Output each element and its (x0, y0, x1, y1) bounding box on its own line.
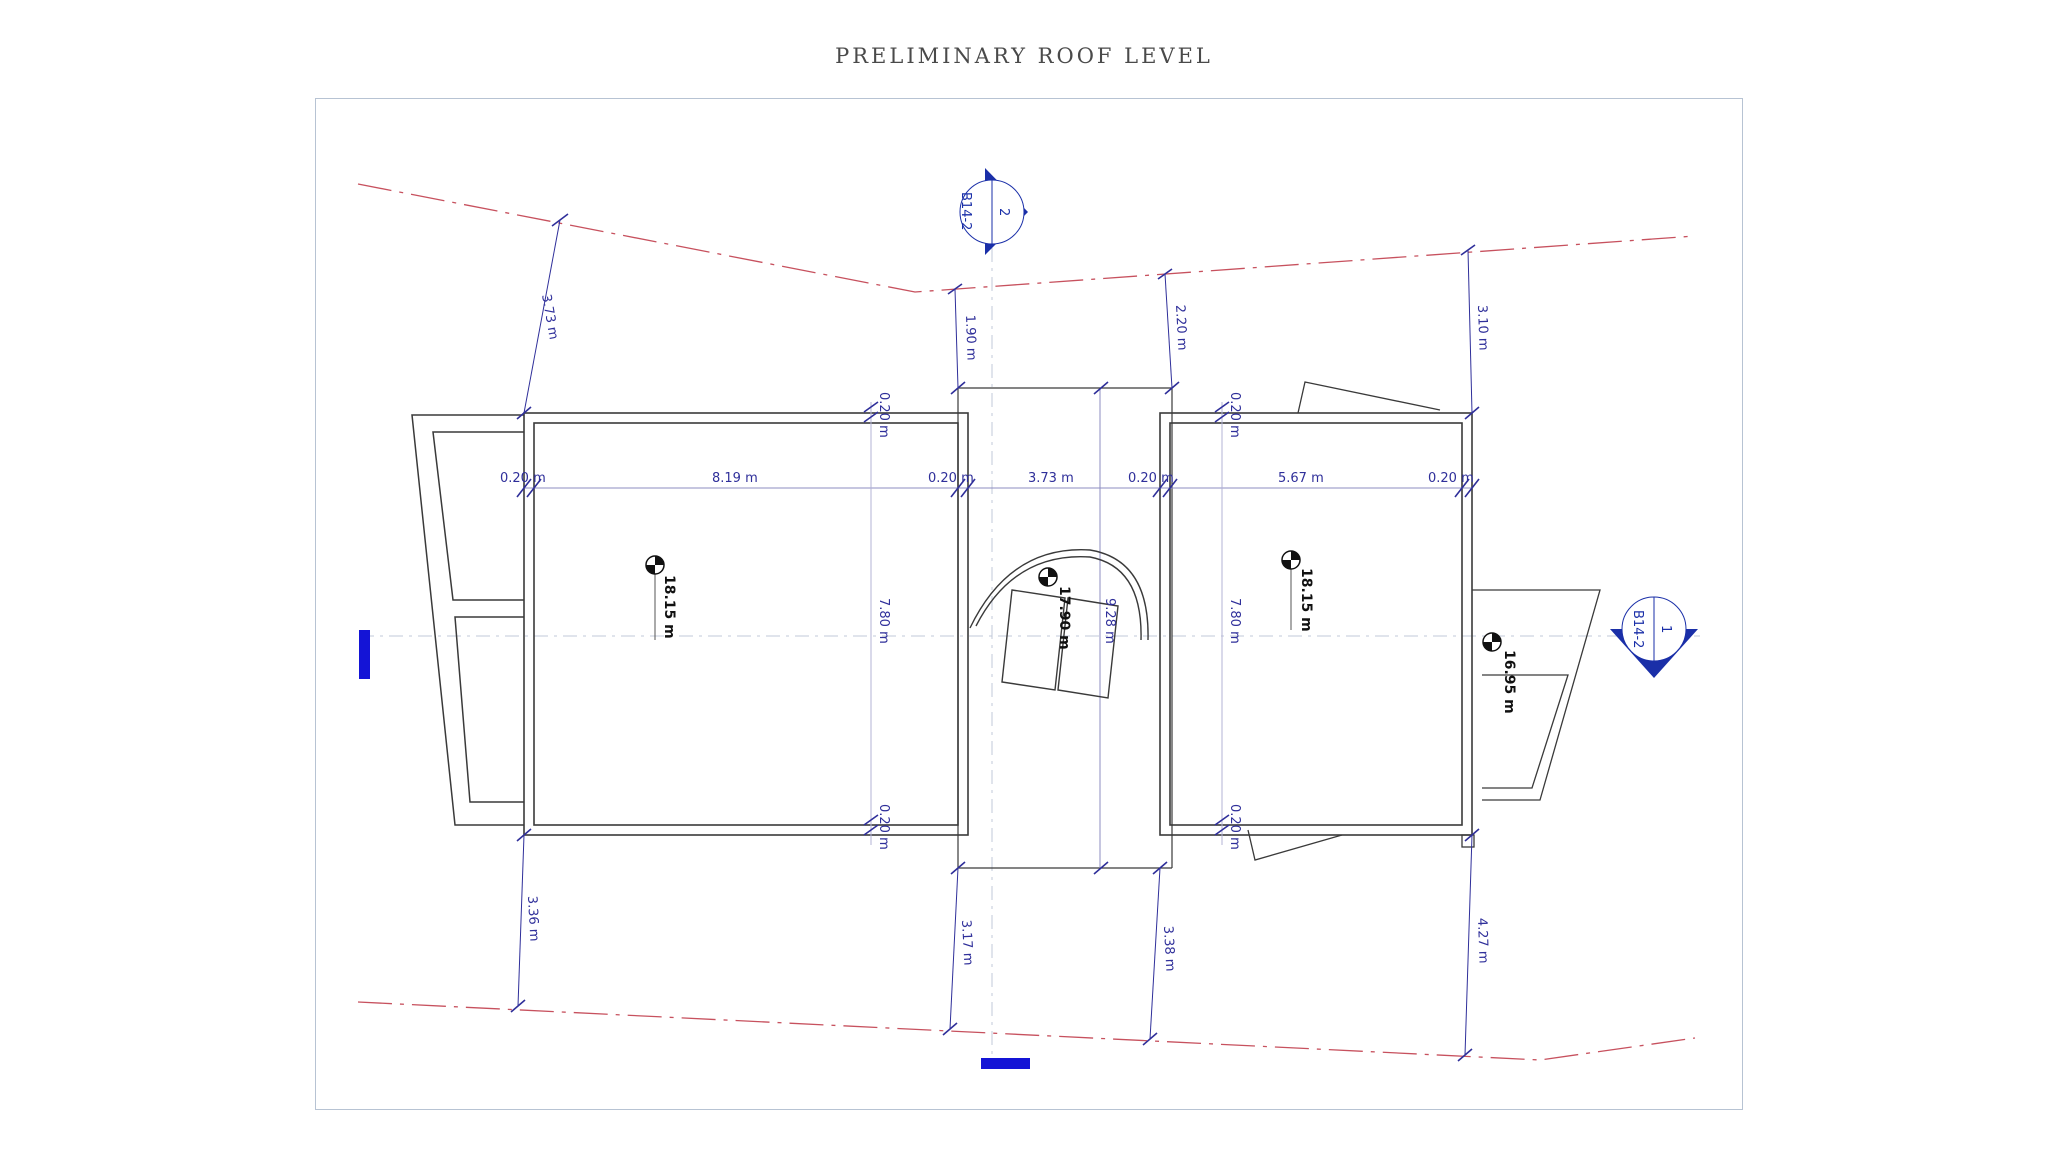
dim-wall-a: 0.20 m (500, 471, 546, 486)
drawing-frame (315, 98, 1743, 1110)
elevation-stair: 17.90 m (1056, 586, 1072, 650)
right-roof-block (1159, 412, 1473, 836)
dim-depth-link: 9.28 m (1102, 598, 1117, 644)
dim-wall-bottom-left: 0.20 m (876, 804, 891, 850)
dim-wall-d: 0.20 m (1428, 471, 1474, 486)
dim-depth-left-block: 7.80 m (876, 598, 891, 644)
section-marker-top-sheet: B14-2 (958, 192, 973, 230)
dim-width-left-block: 8.19 m (712, 471, 758, 486)
grid-marker-bottom (981, 1058, 1030, 1069)
dim-wall-bottom-right: 0.20 m (1227, 804, 1242, 850)
dim-wall-c: 0.20 m (1128, 471, 1174, 486)
section-marker-top (959, 168, 1028, 255)
elevation-marker-annex (1482, 632, 1502, 652)
dim-setback-bottom-right: 4.27 m (1474, 918, 1491, 964)
elevation-marker-stair (1038, 567, 1058, 587)
dim-wall-top-right: 0.20 m (1227, 392, 1242, 438)
dim-setback-top-center-left: 1.90 m (962, 315, 979, 361)
dim-wall-top-left: 0.20 m (876, 392, 891, 438)
elevation-marker-left (645, 555, 665, 640)
grid-marker-left (359, 630, 370, 679)
section-marker-right (1610, 596, 1698, 678)
section-marker-right-number: 1 (1658, 625, 1673, 633)
elevation-right-roof: 18.15 m (1298, 568, 1314, 632)
section-marker-top-number: 2 (996, 208, 1011, 216)
dim-depth-right-block: 7.80 m (1227, 598, 1242, 644)
dim-width-right-block: 5.67 m (1278, 471, 1324, 486)
dim-wall-b: 0.20 m (928, 471, 974, 486)
dim-setback-bottom-left: 3.36 m (524, 895, 541, 941)
dim-setback-bottom-center-left: 3.17 m (958, 919, 975, 965)
dim-setback-top-right: 3.10 m (1474, 305, 1491, 351)
stair-enclosure (969, 549, 1149, 699)
property-line-bottom (357, 1001, 1696, 1061)
dimension-lines (510, 213, 1480, 1062)
section-marker-right-sheet: B14-2 (1630, 610, 1645, 648)
dim-setback-bottom-center-right: 3.38 m (1160, 925, 1177, 971)
property-line-top (357, 183, 1696, 293)
elevation-left-roof: 18.15 m (661, 575, 677, 639)
sheet-title: PRELIMINARY ROOF LEVEL (835, 44, 1213, 68)
link-corridor (957, 387, 1173, 869)
left-terrace-outline (411, 414, 524, 826)
right-canopy-outline (1247, 381, 1601, 861)
dim-setback-top-center-right: 2.20 m (1172, 304, 1189, 350)
elevation-annex: 16.95 m (1501, 650, 1517, 714)
elevation-marker-right (1281, 550, 1301, 630)
dim-width-link: 3.73 m (1028, 471, 1074, 486)
